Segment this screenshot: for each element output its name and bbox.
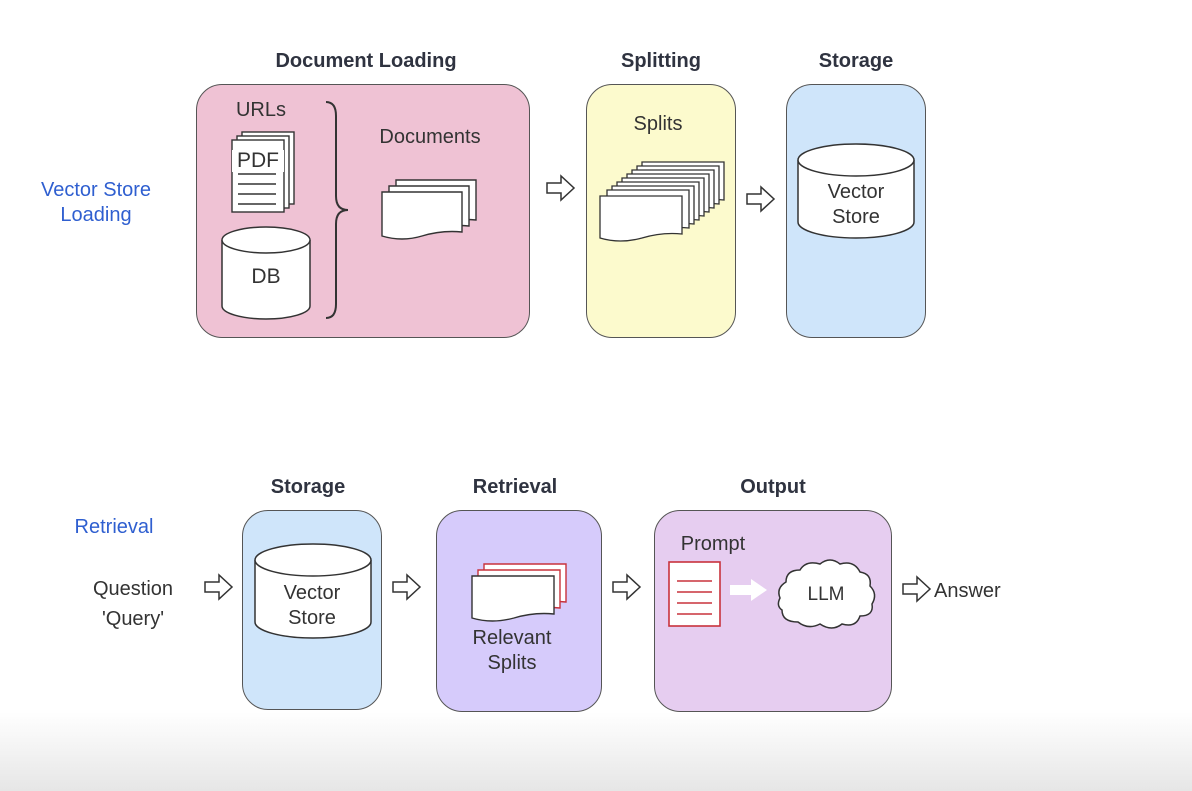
arrow-right-icon [204,573,234,601]
vector-store-label-bottom: Vector Store [283,582,341,629]
arrow-right-icon [392,573,422,601]
side-label-vector-store-loading: Vector Store Loading [40,179,152,226]
heading-retrieval: Retrieval [472,476,558,498]
db-label: DB [251,265,281,288]
arrow-right-icon [902,575,932,603]
vector-store-icon [254,543,372,639]
relevant-splits-icon [471,563,567,622]
arrow-right-icon [612,573,642,601]
documents-stack-icon [381,179,477,240]
vector-store-label-top: Vector Store [827,181,885,228]
splits-label: Splits [633,113,683,135]
heading-splitting: Splitting [621,50,701,72]
white-arrow-icon [730,579,767,601]
heading-storage-bottom: Storage [270,476,346,498]
curly-brace-icon [325,101,349,319]
vector-store-icon [797,143,915,239]
relevant-splits-label: Relevant Splits [472,627,552,674]
arrow-right-icon [746,185,776,213]
arrow-right-icon [546,174,576,202]
llm-label: LLM [807,584,845,605]
heading-document-loading: Document Loading [275,50,457,72]
question-label: Question 'Query' [92,578,174,630]
urls-label: URLs [235,99,286,121]
prompt-label: Prompt [680,533,746,555]
pdf-label: PDF [232,150,284,172]
database-icon [221,226,311,320]
documents-label: Documents [379,126,481,148]
heading-output: Output [740,476,806,498]
side-label-retrieval: Retrieval [74,516,154,538]
pdf-document-icon [231,131,295,213]
prompt-document-icon [668,561,721,627]
heading-storage-top: Storage [818,50,894,72]
answer-label: Answer [934,580,1001,602]
bottom-fade [0,712,1192,791]
llm-cloud-icon [777,559,876,629]
splits-stack-icon [599,161,725,242]
